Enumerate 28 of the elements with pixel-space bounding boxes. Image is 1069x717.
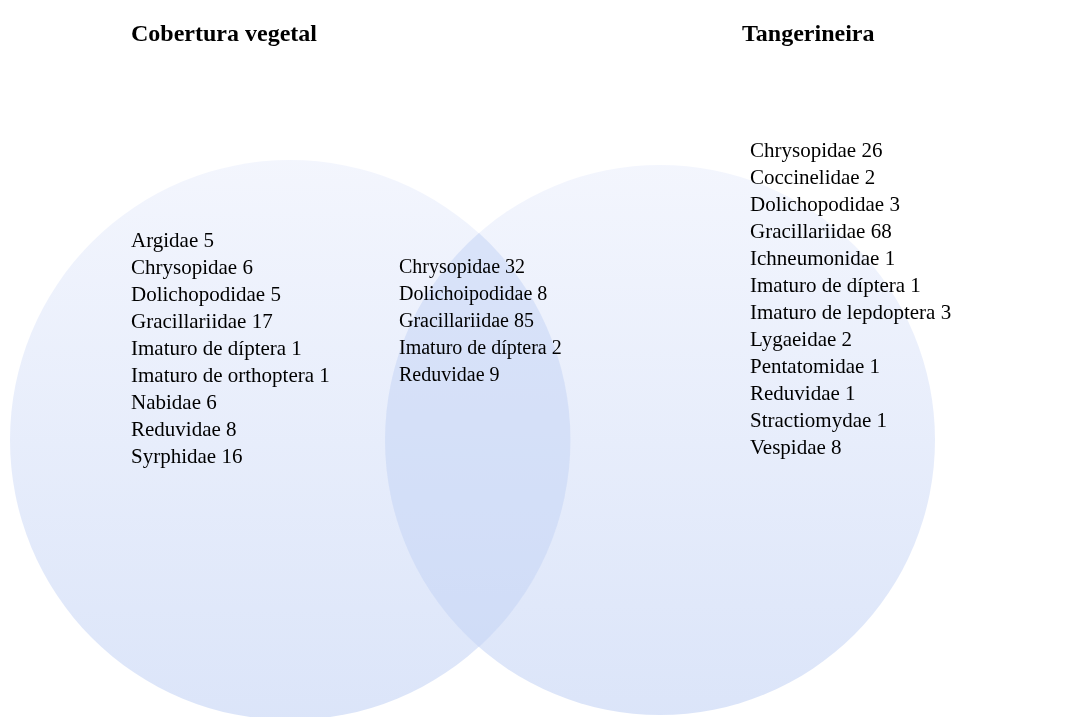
- taxon-count: Lygaeidae 2: [750, 326, 854, 353]
- taxon-count: Stractiomydae 1: [750, 407, 889, 434]
- taxon-count: Coccinelidae 2: [750, 164, 877, 191]
- set-title: Cobertura vegetal: [131, 20, 317, 47]
- taxon-count: Pentatomidae 1: [750, 353, 882, 380]
- taxon-count: Imaturo de díptera 2: [399, 335, 563, 361]
- taxon-count: Reduvidae 8: [131, 416, 238, 443]
- taxon-count: Imaturo de lepdoptera 3: [750, 299, 953, 326]
- taxon-count: Vespidae 8: [750, 434, 843, 461]
- taxon-count: Syrphidae 16: [131, 443, 244, 470]
- taxon-count: Chrysopidae 32: [399, 254, 527, 280]
- taxon-count: Imaturo de díptera 1: [750, 272, 922, 299]
- taxon-count: Gracillariidae 17: [131, 308, 274, 335]
- taxon-count: Reduvidae 1: [750, 380, 857, 407]
- taxon-count: Gracillariidae 68: [750, 218, 893, 245]
- set-title: Tangerineira: [742, 20, 875, 47]
- taxon-count: Imaturo de díptera 1: [131, 335, 303, 362]
- taxon-count: Chrysopidae 6: [131, 254, 254, 281]
- taxon-count: Ichneumonidae 1: [750, 245, 897, 272]
- taxon-count: Gracillariidae 85: [399, 308, 535, 333]
- taxon-count: Nabidae 6: [131, 389, 218, 416]
- taxon-count: Imaturo de orthoptera 1: [131, 362, 331, 389]
- taxon-count: Argidae 5: [131, 227, 215, 254]
- taxon-count: Dolichoipodidae 8: [399, 281, 549, 307]
- taxon-count: Dolichopodidae 5: [131, 281, 282, 308]
- taxon-count: Chrysopidae 26: [750, 137, 884, 164]
- taxon-count: Dolichopodidae 3: [750, 191, 901, 218]
- taxon-count: Reduvidae 9: [399, 362, 501, 387]
